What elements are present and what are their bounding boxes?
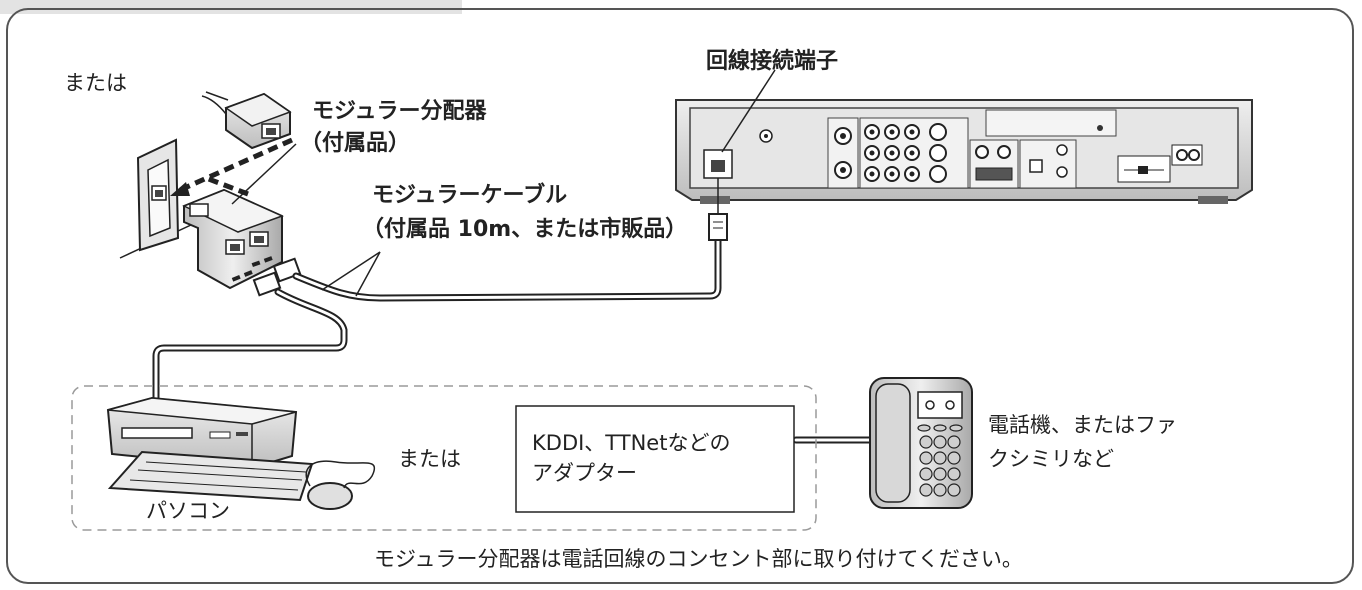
pc-illustration (106, 396, 376, 510)
label-adapter-1: KDDI、TTNetなどの (532, 431, 731, 455)
label-splitter: モジュラー分配器 (312, 99, 487, 124)
alternative-device-group (71, 385, 817, 531)
label-adapter-2: アダプター (532, 461, 637, 485)
label-cable: モジュラーケーブル (372, 183, 568, 208)
label-phone-2: クシミリなど (988, 447, 1114, 471)
cable-plug-recorder (708, 178, 728, 241)
label-line-terminal: 回線接続端子 (706, 49, 839, 74)
cables (152, 234, 878, 444)
header-tab (0, 0, 462, 14)
label-or-top: または (64, 71, 127, 95)
modular-plug-top (201, 91, 292, 150)
diagram-frame (6, 8, 1354, 584)
label-pc: パソコン (146, 499, 230, 523)
recorder-device (675, 99, 1253, 204)
modular-splitter (182, 188, 284, 290)
adapter-box (515, 405, 795, 513)
leader-lines (231, 69, 776, 297)
label-splitter-note: （付属品） (300, 131, 411, 156)
mount-arrows (178, 137, 294, 197)
label-cable-note: （付属品 10m、または市販品） (362, 217, 688, 242)
label-phone-1: 電話機、またはファ (988, 413, 1177, 437)
telephone-illustration (869, 377, 973, 509)
wall-outlet (119, 138, 207, 259)
label-or-middle: または (398, 447, 461, 471)
note-text: モジュラー分配器は電話回線のコンセント部に取り付けてください。 (374, 547, 1023, 571)
